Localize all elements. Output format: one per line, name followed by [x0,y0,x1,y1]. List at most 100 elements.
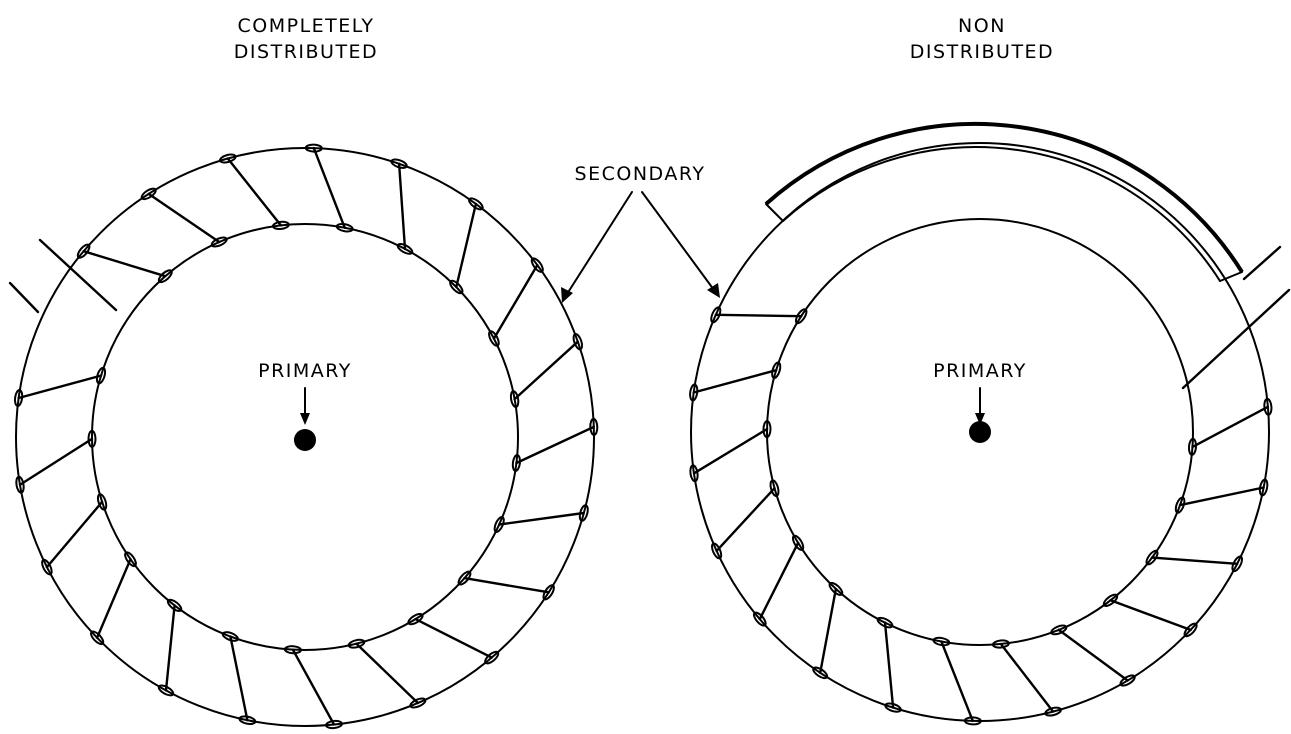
winding-turn [1150,556,1239,565]
secondary-pointer-right [641,191,720,298]
winding-loop [791,534,805,551]
winding-loop [1258,478,1269,497]
winding-turn [355,642,420,705]
winding-turn [999,642,1055,713]
right-secondary-winding [689,306,1273,726]
winding-loop [711,542,723,560]
winding-loop [542,584,555,601]
winding-loop [1187,437,1198,456]
left-primary-label: PRIMARY [258,360,352,382]
winding-turn [1191,405,1270,449]
winding-turn [147,192,221,244]
winding-turn [515,425,595,465]
winding-turn [455,202,478,289]
winding-loop [95,366,107,385]
winding-turn [414,617,493,659]
winding-loop [762,420,772,439]
winding-loop [15,475,25,494]
winding-loop [449,279,464,295]
winding-loop [769,479,780,497]
winding-turn [1057,628,1129,682]
winding-turn [940,640,974,723]
right-title-line1: NON [958,15,1006,37]
winding-turn [18,437,94,486]
winding-loop [271,220,290,230]
winding-turn [819,587,838,674]
winding-loop [689,464,699,483]
winding-loop [1044,706,1062,717]
winding-loop [396,243,414,255]
left-secondary-winding [13,143,599,730]
right-toroid-core [689,121,1291,726]
right-secondary-lead-upper [1242,245,1282,281]
winding-loop [1102,593,1119,607]
winding-loop [157,269,173,284]
winding-loop [493,516,505,533]
winding-loop [96,493,108,511]
winding-loop [689,383,699,402]
left-toroid-core [8,143,599,730]
winding-loop [1231,555,1243,573]
winding-loop [210,236,228,248]
winding-loop [13,389,24,407]
winding-turn [492,263,539,340]
winding-loop [578,504,589,522]
winding-loop [509,390,520,408]
winding-loop [219,153,237,164]
winding-loop [124,551,137,568]
right-secondary-lead-lower [1181,288,1291,390]
left-secondary-lead-upper [38,238,118,312]
right-primary-label: PRIMARY [933,360,1027,382]
winding-turn [692,369,778,394]
left-primary-conductor [294,429,316,451]
winding-loop [409,697,427,709]
winding-turn [1109,599,1192,632]
winding-loop [87,429,97,448]
winding-loop [1263,397,1273,416]
right-shield [764,121,1244,282]
winding-turn [229,635,249,722]
winding-turn [758,541,800,621]
left-primary-arrow [300,387,310,425]
right-core-inner-edge [766,218,1194,646]
left-core-inner-edge [91,223,519,651]
winding-turn [17,374,103,400]
winding-loop [1119,674,1136,687]
winding-turn [95,558,132,639]
winding-loop [932,636,951,647]
right-primary-arrow [975,387,985,425]
winding-turn [82,249,167,278]
winding-loop [468,197,484,211]
winding-turn [226,157,283,227]
winding-loop [347,638,366,649]
winding-loop [1183,622,1198,638]
winding-loop [325,719,343,730]
winding-turn [397,162,407,251]
winding-loop [876,616,894,629]
winding-turn [291,648,336,726]
winding-loop [991,639,1010,649]
winding-loop [812,666,829,680]
winding-loop [511,454,522,472]
winding-loop [771,361,782,379]
winding-loop [488,330,500,347]
winding-turn [312,146,346,229]
winding-loop [1145,549,1159,566]
winding-loop [157,684,175,697]
winding-turn [164,604,176,692]
winding-loop [884,702,902,713]
winding-loop [238,715,257,725]
winding-loop [89,630,105,646]
winding-loop [390,158,408,169]
right-title-line2: DISTRIBUTED [910,41,1054,63]
winding-turn [513,340,579,401]
right-primary-conductor [969,421,991,443]
secondary-label: SECONDARY [575,163,706,185]
winding-loop [304,143,323,153]
winding-loop [828,581,844,596]
left-title-line1: COMPLETELY [238,15,375,37]
winding-loop [407,612,424,626]
winding-loop [41,558,53,576]
winding-loop [589,417,599,436]
